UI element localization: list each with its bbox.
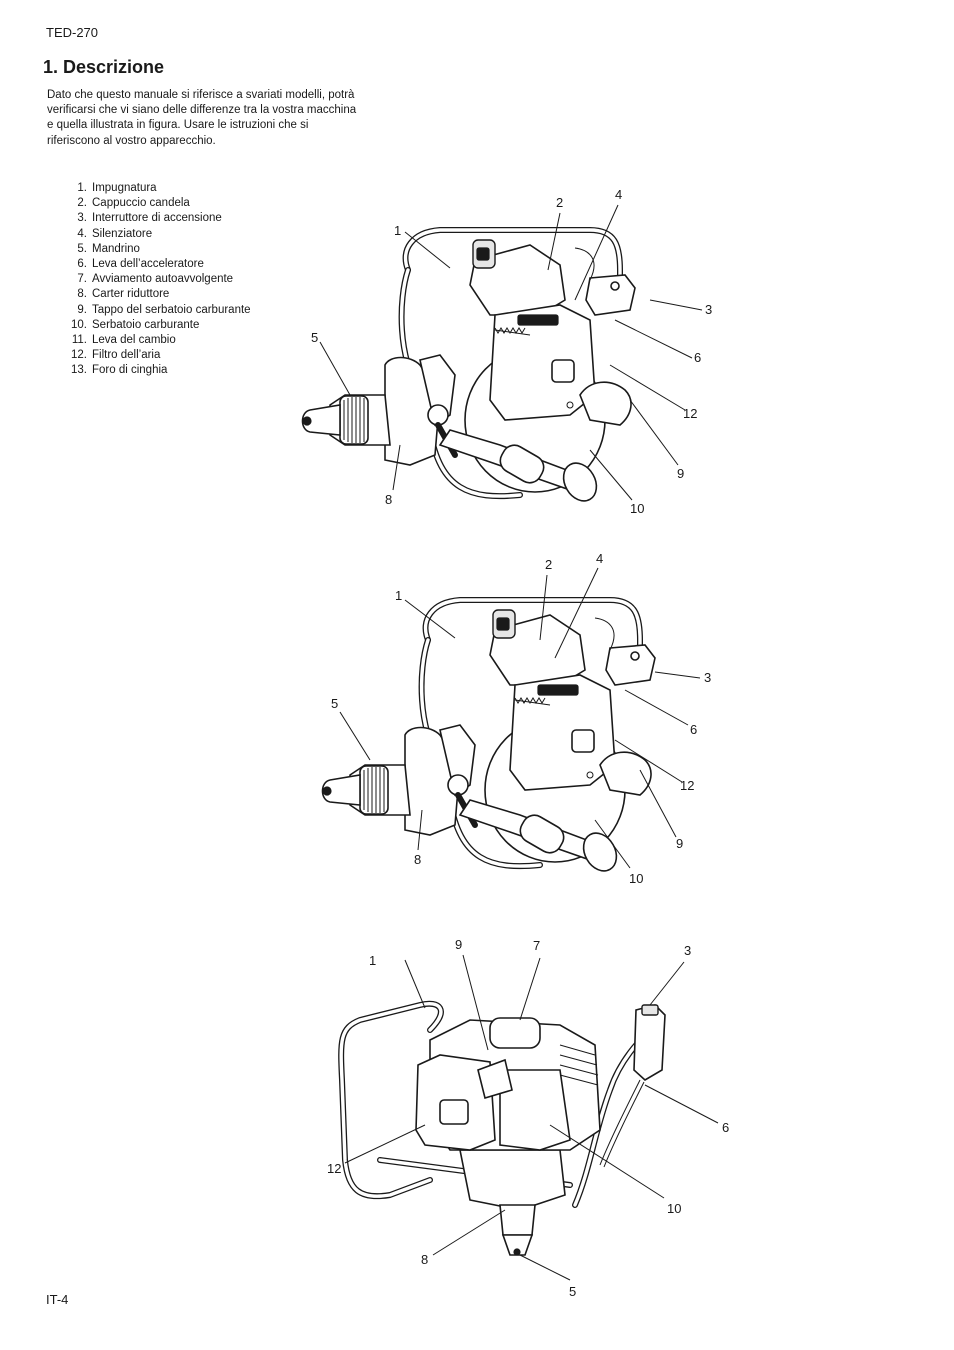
list-item: 12.Filtro dell’aria <box>71 349 161 362</box>
callout-1: 1 <box>369 953 376 968</box>
list-item: 4.Silenziatore <box>77 227 153 240</box>
figure-3-front-view: 1 9 7 3 6 12 10 8 5 <box>327 937 729 1299</box>
list-item: 7.Avviamento autoavvolgente <box>77 273 234 286</box>
model-name: TED-270 <box>46 25 99 40</box>
list-item: 1.Impugnatura <box>77 182 157 194</box>
callout-3: 3 <box>704 670 711 685</box>
callout-5: 5 <box>569 1284 576 1299</box>
figure-2-side-view: 1 2 4 3 5 6 12 9 10 8 <box>323 551 711 886</box>
callout-4: 4 <box>596 551 603 566</box>
callout-6: 6 <box>722 1120 729 1135</box>
callout-10: 10 <box>630 501 644 516</box>
callout-9: 9 <box>455 937 462 952</box>
callout-12: 12 <box>683 406 697 421</box>
callout-1: 1 <box>394 223 401 238</box>
callout-1: 1 <box>395 588 402 603</box>
callout-5: 5 <box>311 330 318 345</box>
list-item: 11.Leva del cambio <box>71 334 176 347</box>
list-item: 6.Leva dell’acceleratore <box>77 258 204 271</box>
list-item: 13.Foro di cinghia <box>71 364 168 377</box>
list-item: 9.Tappo del serbatoio carburante <box>77 303 251 316</box>
callout-12: 12 <box>327 1161 341 1176</box>
callout-8: 8 <box>421 1252 428 1267</box>
list-item: 5.Mandrino <box>77 242 140 255</box>
list-item: 10.Serbatoio carburante <box>71 318 200 331</box>
parts-list: 1.Impugnatura 2.Cappuccio candela 3.Inte… <box>64 181 251 379</box>
callout-12: 12 <box>680 778 694 793</box>
callout-10: 10 <box>629 871 643 886</box>
callout-8: 8 <box>385 492 392 507</box>
callout-3: 3 <box>705 302 712 317</box>
section-title: 1. Descrizione <box>43 57 165 77</box>
list-item: 2.Cappuccio candela <box>77 197 190 210</box>
callout-8: 8 <box>414 852 421 867</box>
callout-10: 10 <box>667 1201 681 1216</box>
callout-6: 6 <box>690 722 697 737</box>
callout-2: 2 <box>556 195 563 210</box>
figure-1-side-view: 1 2 4 3 5 6 12 9 10 8 <box>303 187 712 516</box>
callout-6: 6 <box>694 350 701 365</box>
callout-9: 9 <box>676 836 683 851</box>
callout-4: 4 <box>615 187 622 202</box>
callout-2: 2 <box>545 557 552 572</box>
callout-5: 5 <box>331 696 338 711</box>
callout-3: 3 <box>684 943 691 958</box>
page-number: IT-4 <box>46 1292 69 1307</box>
list-item: 8.Carter riduttore <box>77 288 170 301</box>
callout-9: 9 <box>677 466 684 481</box>
callout-7: 7 <box>533 938 540 953</box>
list-item: 3.Interruttore di accensione <box>77 212 222 225</box>
intro-paragraph: Dato che questo manuale si riferisce a s… <box>47 89 357 147</box>
